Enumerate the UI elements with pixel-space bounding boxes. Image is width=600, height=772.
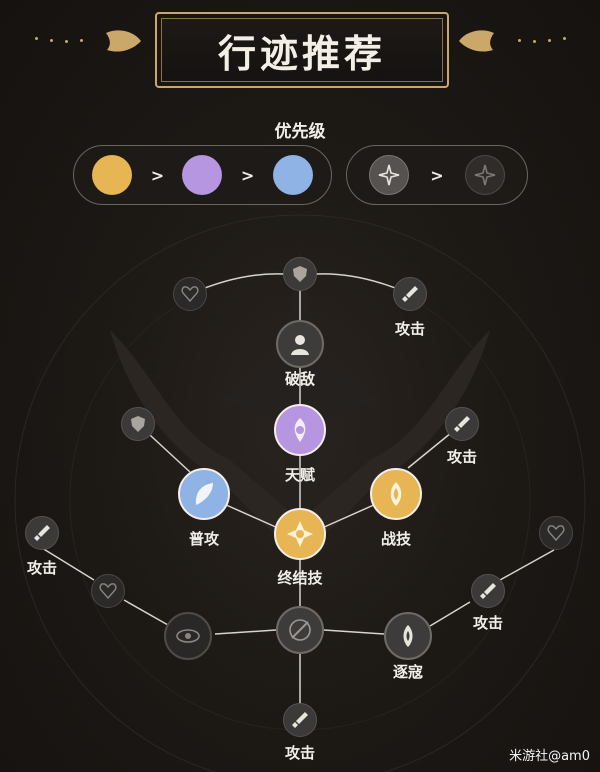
ultimate-icon	[287, 521, 313, 547]
sword-icon	[480, 583, 496, 599]
priority-arrow: >	[430, 165, 444, 185]
priority-gold-swatch	[92, 155, 133, 195]
sword-icon	[34, 525, 50, 541]
sword-icon	[292, 712, 308, 728]
shield-icon	[293, 266, 307, 282]
priority-arrow: >	[150, 165, 165, 185]
break-trace-node[interactable]	[276, 320, 324, 368]
ultimate-label: 终结技	[277, 569, 323, 587]
atk-boost-node[interactable]	[445, 407, 479, 441]
priority-arrow: >	[240, 165, 255, 185]
skill-node[interactable]	[370, 468, 422, 520]
ginkgo-leaf-left-icon	[106, 30, 141, 52]
priority-purple-swatch	[182, 155, 223, 195]
skill-label: 战技	[380, 530, 411, 548]
atk-label: 攻击	[284, 744, 315, 762]
banner-dot	[518, 39, 521, 42]
banner-dot	[35, 37, 38, 40]
ultimate-node[interactable]	[274, 508, 326, 560]
pursuit-icon	[403, 625, 413, 647]
hp-boost-node[interactable]	[173, 277, 207, 311]
ginkgo-leaf-right-icon	[459, 30, 494, 52]
slash-icon	[289, 619, 311, 641]
atk-label: 攻击	[26, 559, 57, 577]
watermark: 米游社@am0	[509, 749, 590, 764]
priority-title: 优先级	[274, 122, 326, 142]
skill-icon	[390, 482, 402, 506]
priority-blue-swatch	[272, 155, 313, 195]
banner-dot	[50, 39, 53, 42]
color-priority-panel: > >	[73, 145, 332, 205]
heart-icon	[99, 583, 117, 600]
shield-icon	[131, 416, 145, 432]
sword-icon	[402, 286, 418, 302]
def-boost-node[interactable]	[121, 407, 155, 441]
banner-dot	[533, 40, 536, 43]
heart-icon	[181, 286, 199, 303]
atk-label: 攻击	[446, 448, 477, 466]
talent-node[interactable]	[274, 404, 326, 456]
atk-label: 攻击	[394, 320, 425, 338]
atk-label: 攻击	[472, 614, 503, 632]
ability-trace-left-node[interactable]	[164, 612, 212, 660]
hp-boost-node[interactable]	[539, 516, 573, 550]
talent-label: 天赋	[284, 466, 315, 484]
banner-dot	[65, 40, 68, 43]
node-priority-panel: >	[346, 145, 528, 205]
eye-icon	[176, 629, 200, 643]
bright-trace-node-icon	[368, 155, 409, 195]
banner-dot	[563, 37, 566, 40]
basic-attack-label: 普攻	[188, 530, 219, 548]
atk-boost-node[interactable]	[393, 277, 427, 311]
basic-attack-node[interactable]	[178, 468, 230, 520]
banner-dot	[80, 39, 83, 42]
break-icon	[291, 335, 309, 355]
ability-trace-center-node[interactable]	[276, 606, 324, 654]
talent-icon	[294, 418, 306, 442]
def-boost-node[interactable]	[283, 257, 317, 291]
feather-icon	[195, 483, 213, 505]
title-banner: 行迹推荐	[155, 12, 449, 88]
banner-dot	[548, 39, 551, 42]
atk-boost-node[interactable]	[25, 516, 59, 550]
pursuit-trace-node[interactable]	[384, 612, 432, 660]
sword-icon	[454, 416, 470, 432]
atk-boost-node[interactable]	[283, 703, 317, 737]
atk-boost-node[interactable]	[471, 574, 505, 608]
dim-trace-node-icon	[465, 155, 506, 195]
break-label: 破敌	[284, 370, 315, 388]
page-title: 行迹推荐	[217, 30, 386, 76]
pursuit-label: 逐寇	[392, 663, 423, 681]
hp-boost-node[interactable]	[91, 574, 125, 608]
heart-icon	[547, 525, 565, 542]
